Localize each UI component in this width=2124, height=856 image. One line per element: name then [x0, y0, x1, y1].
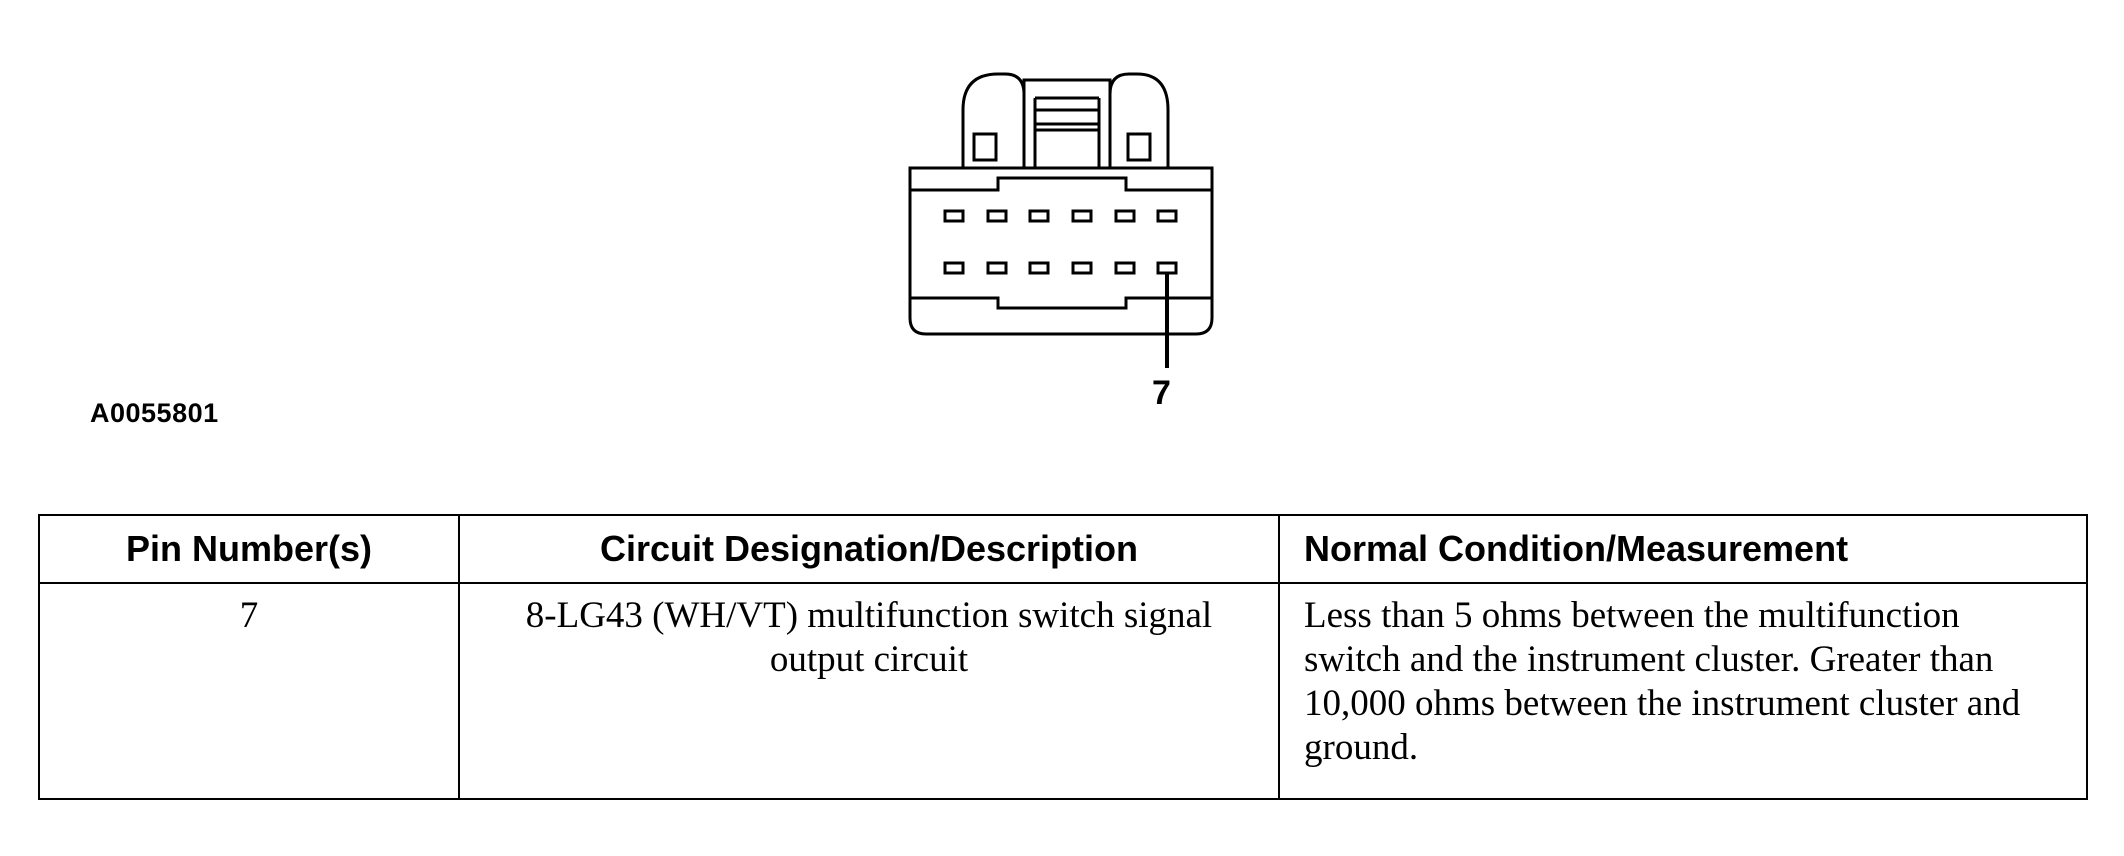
- latch-window-right: [1126, 132, 1152, 162]
- cell-pin-number: 7: [38, 582, 460, 800]
- pin-cavity: [1028, 261, 1050, 275]
- pin-cavity: [1071, 261, 1093, 275]
- cell-circuit-description: 8-LG43 (WH/VT) multifunction switch sign…: [458, 582, 1280, 800]
- table-header-row: Pin Number(s) Circuit Designation/Descri…: [38, 514, 2088, 584]
- pin-cavity: [1071, 209, 1093, 223]
- connector-lock-housing: [961, 72, 1170, 168]
- pin-cavity: [986, 209, 1008, 223]
- pin-cavity: [943, 261, 965, 275]
- cell-normal-condition: Less than 5 ohms between the multifuncti…: [1278, 582, 2088, 800]
- pin-cavity: [1028, 209, 1050, 223]
- pin-table: Pin Number(s) Circuit Designation/Descri…: [38, 514, 2088, 800]
- pin-cavity: [1156, 209, 1178, 223]
- figure-id: A0055801: [90, 398, 219, 428]
- pin-cavity: [943, 209, 965, 223]
- connector-diagram: [908, 72, 1214, 368]
- pin-cavity-7: [1156, 261, 1178, 275]
- header-circuit-designation: Circuit Designation/Description: [458, 514, 1280, 584]
- pin-cavity: [1114, 261, 1136, 275]
- latch-window-left: [972, 132, 998, 162]
- pin-cavity: [986, 261, 1008, 275]
- header-pin-numbers: Pin Number(s): [38, 514, 460, 584]
- table-row: 7 8-LG43 (WH/VT) multifunction switch si…: [38, 582, 2088, 800]
- lock-tab: [1022, 94, 1112, 168]
- connector-recess-bottom: [910, 296, 1212, 310]
- connector-recess-top: [910, 176, 1212, 192]
- connector-body: [908, 166, 1214, 336]
- header-normal-condition: Normal Condition/Measurement: [1278, 514, 2088, 584]
- pin-7-callout: 7: [1152, 374, 1171, 412]
- pin-cavity: [1114, 209, 1136, 223]
